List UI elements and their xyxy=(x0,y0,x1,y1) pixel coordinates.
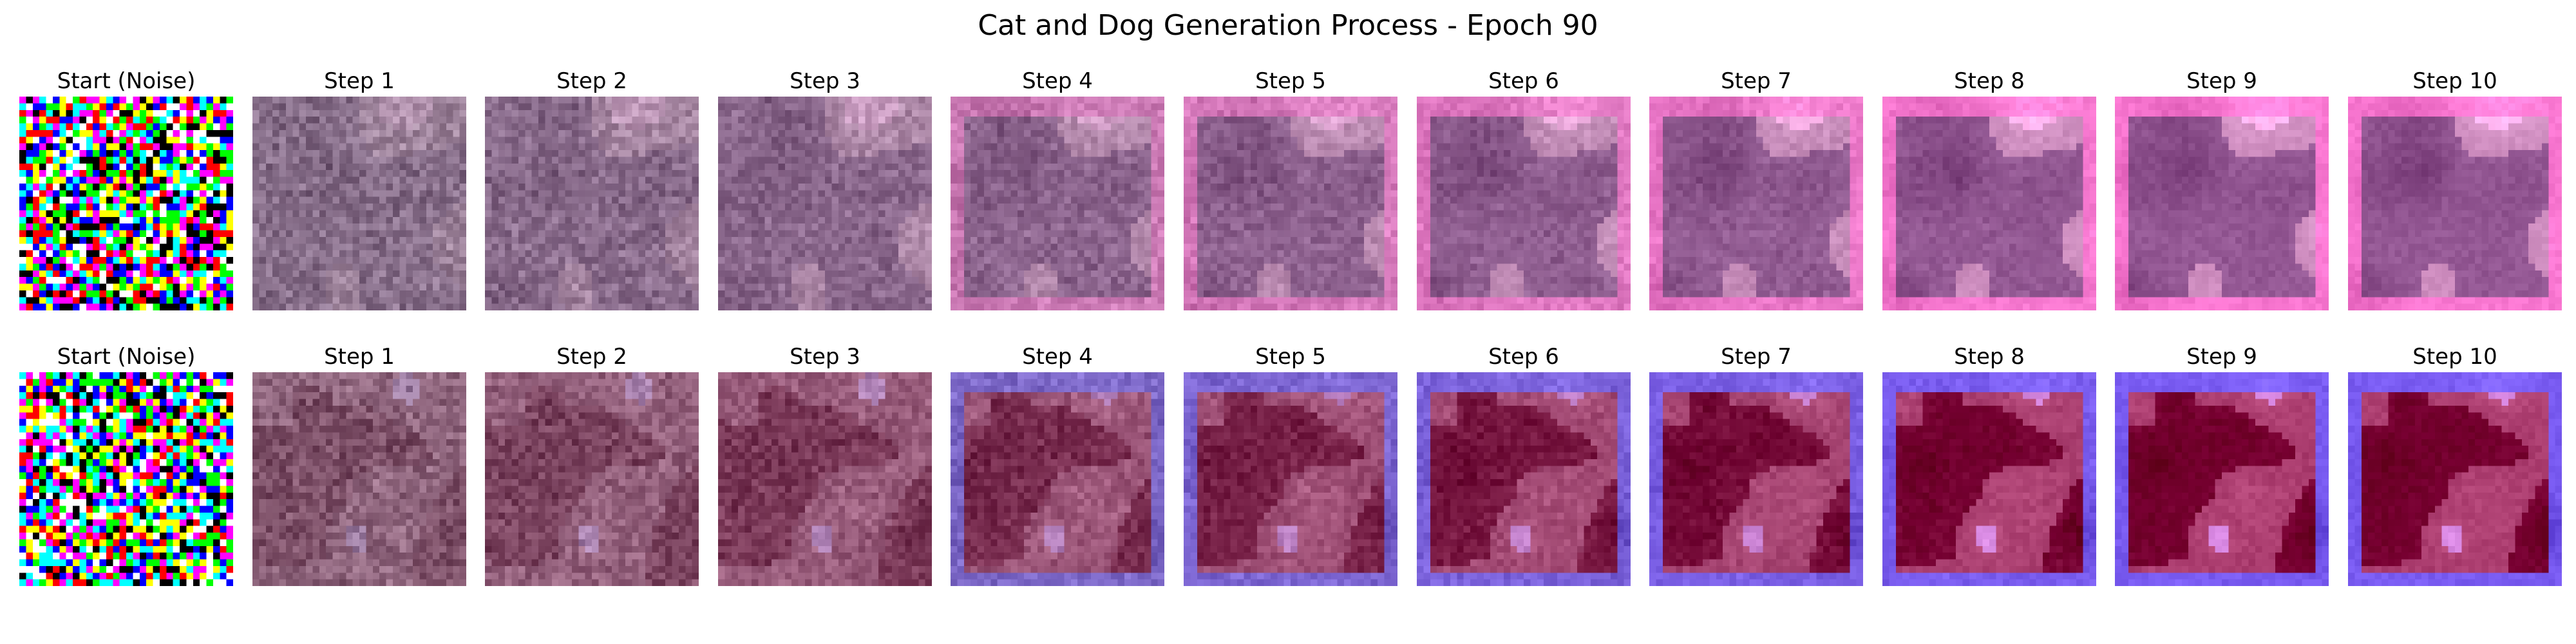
image-panel: Step 7 xyxy=(1649,344,1863,586)
image-panel: Step 8 xyxy=(1882,68,2096,310)
generated-image xyxy=(2348,372,2562,586)
generated-image xyxy=(1417,372,1631,586)
generated-image xyxy=(485,372,699,586)
panel-label: Step 4 xyxy=(1022,68,1093,94)
panel-label: Step 9 xyxy=(2186,344,2257,370)
generated-image xyxy=(1184,97,1397,310)
generated-image xyxy=(19,97,233,310)
panel-label: Step 7 xyxy=(1721,344,1792,370)
image-panel: Step 4 xyxy=(951,344,1164,586)
panel-label: Step 7 xyxy=(1721,68,1792,94)
panel-label: Step 2 xyxy=(556,344,627,370)
panel-label: Step 1 xyxy=(324,68,395,94)
generated-image xyxy=(1417,97,1631,310)
panel-label: Step 4 xyxy=(1022,344,1093,370)
generated-image xyxy=(2115,97,2329,310)
image-panel: Step 7 xyxy=(1649,68,1863,310)
image-panel: Step 9 xyxy=(2115,344,2329,586)
generated-image xyxy=(19,372,233,586)
generated-image xyxy=(1184,372,1397,586)
image-panel: Step 4 xyxy=(951,68,1164,310)
panel-label: Step 1 xyxy=(324,344,395,370)
panel-label: Step 10 xyxy=(2412,68,2497,94)
generated-image xyxy=(1649,372,1863,586)
image-panel: Step 5 xyxy=(1184,68,1397,310)
image-panel: Start (Noise) xyxy=(19,68,233,310)
generated-image xyxy=(1882,97,2096,310)
panel-label: Step 2 xyxy=(556,68,627,94)
panel-label: Step 9 xyxy=(2186,68,2257,94)
generated-image xyxy=(1649,97,1863,310)
generated-image xyxy=(252,97,466,310)
generated-image xyxy=(485,97,699,310)
image-panel: Step 3 xyxy=(718,344,932,586)
image-panel: Step 10 xyxy=(2348,344,2562,586)
image-panel: Step 6 xyxy=(1417,68,1631,310)
generated-image xyxy=(1882,372,2096,586)
image-panel: Step 9 xyxy=(2115,68,2329,310)
image-panel: Step 1 xyxy=(252,344,466,586)
panel-label: Step 6 xyxy=(1488,344,1559,370)
panel-label: Step 3 xyxy=(790,68,860,94)
panel-label: Step 3 xyxy=(790,344,860,370)
generated-image xyxy=(252,372,466,586)
panel-label: Step 8 xyxy=(1954,344,2025,370)
panel-label: Step 8 xyxy=(1954,68,2025,94)
generated-image xyxy=(951,97,1164,310)
panel-label: Step 5 xyxy=(1255,68,1326,94)
panel-label: Step 10 xyxy=(2412,344,2497,370)
image-panel: Step 5 xyxy=(1184,344,1397,586)
image-panel: Step 2 xyxy=(485,344,699,586)
image-panel: Step 8 xyxy=(1882,344,2096,586)
panel-label: Start (Noise) xyxy=(57,68,196,94)
image-panel: Step 2 xyxy=(485,68,699,310)
generated-image xyxy=(951,372,1164,586)
image-panel: Step 1 xyxy=(252,68,466,310)
image-panel: Step 6 xyxy=(1417,344,1631,586)
panel-label: Start (Noise) xyxy=(57,344,196,370)
figure-title: Cat and Dog Generation Process - Epoch 9… xyxy=(978,9,1598,42)
row-1: Start (Noise) Step 1 Step 2 Step 3 Step 4 Ste… xyxy=(0,68,2576,339)
image-panel: Step 3 xyxy=(718,68,932,310)
generated-image xyxy=(718,372,932,586)
generated-image xyxy=(718,97,932,310)
row-2: Start (Noise) Step 1 Step 2 Step 3 Step 4 Ste… xyxy=(0,344,2576,614)
image-panel: Start (Noise) xyxy=(19,344,233,586)
panel-label: Step 6 xyxy=(1488,68,1559,94)
generated-image xyxy=(2115,372,2329,586)
image-panel: Step 10 xyxy=(2348,68,2562,310)
panel-label: Step 5 xyxy=(1255,344,1326,370)
generated-image xyxy=(2348,97,2562,310)
